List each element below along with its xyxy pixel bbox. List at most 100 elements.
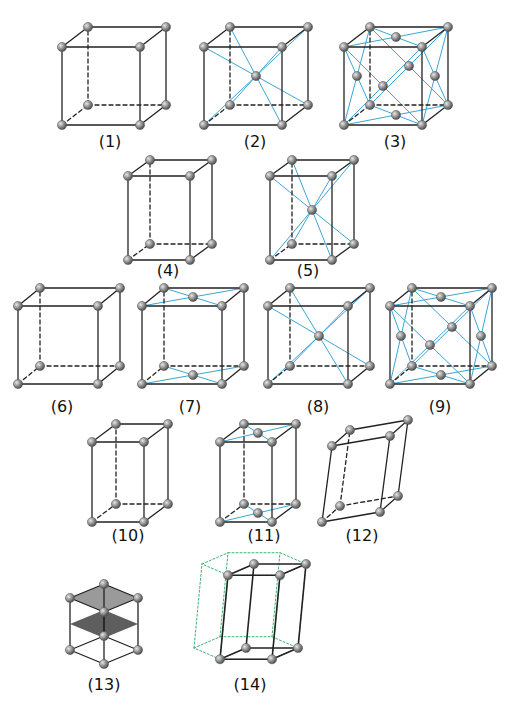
lattice-atom xyxy=(385,431,394,440)
hidden-edge xyxy=(115,424,116,504)
lattice-atom xyxy=(443,22,452,31)
body-diagonal xyxy=(312,160,354,210)
face-diagonal xyxy=(422,27,448,125)
body-diagonal xyxy=(292,160,312,210)
cell-edge xyxy=(62,27,88,47)
hidden-edge xyxy=(230,104,308,105)
lattice-atom xyxy=(339,42,348,51)
lattice-atom xyxy=(465,379,474,388)
lattice-atom xyxy=(133,593,142,602)
lattice-atom xyxy=(267,517,276,526)
cell-edge xyxy=(370,26,448,27)
face-diagonal xyxy=(220,424,296,442)
cell-edge xyxy=(92,441,144,442)
face-diagonal xyxy=(344,47,422,125)
lattice-atom xyxy=(349,239,358,248)
lattice-number: (11) xyxy=(248,527,281,545)
cell-edge xyxy=(282,27,308,47)
face-diagonal xyxy=(390,306,412,366)
lattice-atom xyxy=(65,593,74,602)
lattice-atom xyxy=(65,645,74,654)
cell-edge xyxy=(220,521,272,522)
face-diagonal xyxy=(344,27,370,125)
lattice-atom xyxy=(265,255,274,264)
cell-edge xyxy=(18,305,98,306)
lattice-atom xyxy=(185,171,194,180)
lattice-atom xyxy=(135,42,144,51)
cell-edge xyxy=(271,442,272,522)
hidden-edge xyxy=(340,430,350,506)
lattice-atom xyxy=(35,361,44,370)
lattice-atom xyxy=(487,361,496,370)
lattice-number: (8) xyxy=(307,398,330,416)
cell-edge xyxy=(142,383,222,384)
lattice-atom xyxy=(188,292,197,301)
cell-edge xyxy=(204,124,282,125)
lattice-atom xyxy=(265,171,274,180)
cell-edge xyxy=(322,512,380,522)
lattice-atom xyxy=(487,283,496,292)
lattice-atom xyxy=(145,155,154,164)
body-diagonal xyxy=(268,336,319,384)
lattice-atom xyxy=(99,659,108,668)
cell-edge xyxy=(269,176,270,260)
lattice-atom xyxy=(436,370,445,379)
lattice-atom xyxy=(317,517,326,526)
hidden-edge xyxy=(292,243,354,244)
lattice-atom xyxy=(139,517,148,526)
face-diagonal xyxy=(370,105,422,125)
cell-edge xyxy=(211,160,212,244)
hidden-edge xyxy=(412,365,492,366)
face-diagonal xyxy=(390,366,492,384)
hidden-edge xyxy=(344,105,370,125)
cell-edge xyxy=(421,47,422,125)
cell-edge xyxy=(116,423,168,424)
lattice-atom xyxy=(137,301,146,310)
hidden-edge xyxy=(244,503,296,504)
cell-edge xyxy=(167,424,168,504)
body-diagonal xyxy=(319,336,348,384)
body-diagonal xyxy=(319,288,370,336)
lattice-atom xyxy=(111,419,120,428)
cell-edge xyxy=(228,574,280,576)
face-diagonal xyxy=(370,27,448,105)
lattice-atom xyxy=(301,559,310,568)
body-diagonal xyxy=(268,306,319,336)
lattice-atom xyxy=(133,645,142,654)
cell-edge xyxy=(268,383,348,384)
cell-edge xyxy=(246,564,254,648)
hidden-edge xyxy=(39,288,40,366)
face-diagonal xyxy=(164,366,222,384)
lattice-atom xyxy=(314,331,323,340)
lattice-atom xyxy=(391,32,400,41)
hidden-edge xyxy=(204,105,230,125)
lattice-atom xyxy=(215,517,224,526)
lattice-atom xyxy=(327,171,336,180)
cell-edge xyxy=(343,47,344,125)
hidden-edge xyxy=(150,243,212,244)
lattice-atom xyxy=(378,81,387,90)
lattice-atom xyxy=(159,361,168,370)
lattice-atom xyxy=(352,71,361,80)
lattice-atom xyxy=(277,42,286,51)
cell-edge xyxy=(389,306,390,384)
lattice-atom xyxy=(57,120,66,129)
cell-edge xyxy=(203,47,204,125)
lattice-atom xyxy=(343,379,352,388)
cell-edge xyxy=(189,176,190,260)
cell-edge xyxy=(307,27,308,105)
lattice-atom xyxy=(239,283,248,292)
cell-edge xyxy=(398,420,408,496)
lattice-atom xyxy=(139,437,148,446)
lattice-atom xyxy=(291,419,300,428)
cell-edge xyxy=(344,46,422,47)
lattice-atom xyxy=(223,571,232,580)
cell-edge xyxy=(70,650,104,664)
hidden-edge xyxy=(163,288,164,366)
lattice-number: (7) xyxy=(179,398,202,416)
cell-edge xyxy=(270,175,332,176)
lattice-atom xyxy=(267,655,276,664)
cell-edge xyxy=(150,159,212,160)
face-diagonal xyxy=(142,288,244,306)
lattice-atom xyxy=(345,425,354,434)
